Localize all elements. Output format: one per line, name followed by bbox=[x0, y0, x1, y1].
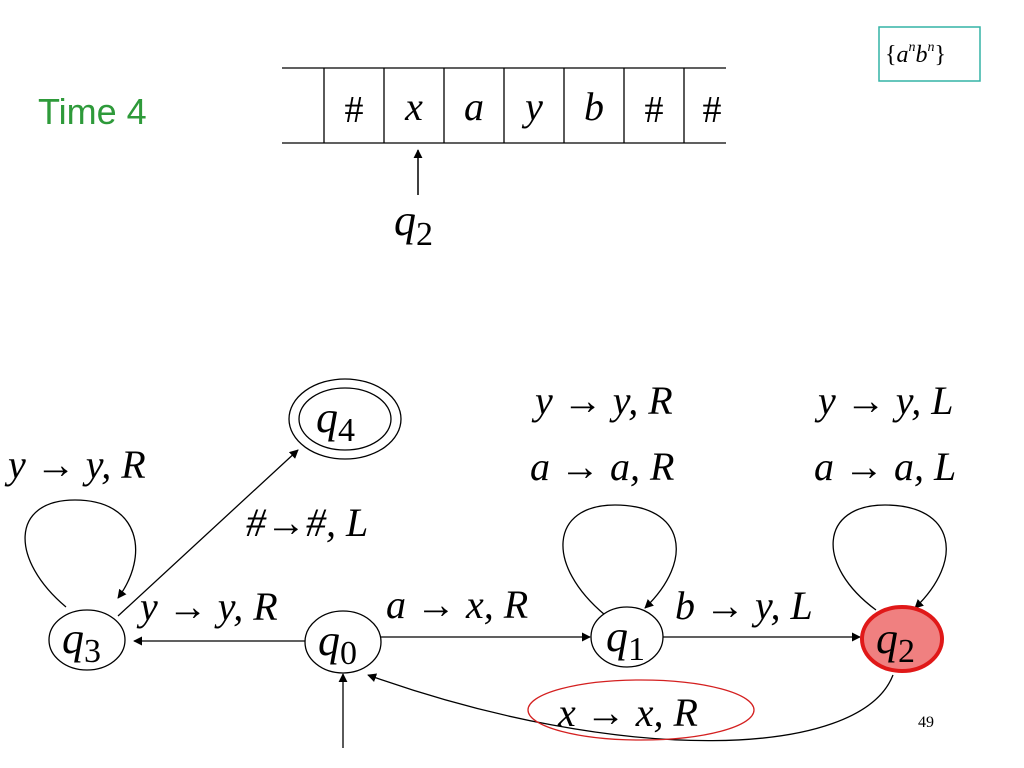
language-box: {anbn} bbox=[878, 26, 981, 82]
tape-cell-1: # bbox=[345, 89, 364, 131]
svg-text:{anbn}: {anbn} bbox=[885, 40, 946, 68]
transition-edges bbox=[24, 449, 947, 748]
edge-q3-to-q4 bbox=[117, 449, 299, 617]
edge-q3-loop bbox=[24, 499, 137, 608]
language-exponent-2: n bbox=[928, 40, 935, 55]
svg-text:q0: q0 bbox=[318, 616, 357, 672]
language-symbol-a: a bbox=[897, 42, 909, 68]
tape-dividers bbox=[323, 68, 685, 143]
tape-cell-4: y bbox=[521, 84, 543, 129]
label-q2-loop-1: y → y, L bbox=[814, 378, 954, 423]
label-q0-to-q3: y → y, R bbox=[136, 584, 278, 629]
label-q1-loop-2: a → a, R bbox=[530, 444, 674, 489]
label-q3-to-q4: #→#, L bbox=[246, 500, 368, 545]
tape-cell-6: # bbox=[645, 89, 664, 131]
svg-text:q3: q3 bbox=[62, 614, 101, 670]
language-box-border bbox=[878, 26, 981, 82]
svg-text:q1: q1 bbox=[606, 612, 645, 668]
tape: # x a y b # # bbox=[282, 67, 726, 144]
svg-text:q4: q4 bbox=[316, 393, 355, 449]
tape-cell-7: # bbox=[703, 89, 722, 131]
tape-head: q2 bbox=[394, 149, 433, 253]
language-symbol-b: b bbox=[916, 42, 928, 68]
edge-q1-loop bbox=[562, 504, 677, 616]
label-q0-to-q1: a → x, R bbox=[386, 582, 528, 627]
time-label: Time 4 bbox=[38, 91, 147, 132]
language-open-brace: { bbox=[885, 42, 897, 68]
tape-cell-2: x bbox=[404, 84, 423, 129]
state-q3: q3 bbox=[48, 609, 126, 671]
state-q2-active: q2 bbox=[860, 605, 944, 673]
language-close-brace: } bbox=[935, 42, 947, 68]
svg-text:q2: q2 bbox=[876, 614, 915, 670]
edge-q2-to-q0 bbox=[367, 673, 894, 742]
label-q1-to-q2: b → y, L bbox=[675, 583, 813, 628]
tape-head-state-label: q2 bbox=[394, 196, 433, 253]
tape-cell-3: a bbox=[464, 84, 484, 129]
edge-q2-loop bbox=[832, 504, 947, 611]
label-q2-to-q0: x → x, R bbox=[557, 690, 698, 735]
tape-cell-5: b bbox=[584, 84, 604, 129]
highlighted-transition: x → x, R bbox=[527, 679, 755, 741]
state-q1: q1 bbox=[590, 606, 664, 668]
state-q4: q4 bbox=[288, 378, 402, 460]
state-q0: q0 bbox=[304, 610, 382, 674]
language-exponent-1: n bbox=[909, 40, 916, 55]
highlight-ellipse bbox=[527, 679, 755, 741]
label-q2-loop-2: a → a, L bbox=[814, 444, 956, 489]
label-q1-loop-1: y → y, R bbox=[531, 378, 673, 423]
page-number: 49 bbox=[918, 714, 934, 731]
label-q3-loop: y → y, R bbox=[4, 442, 146, 487]
